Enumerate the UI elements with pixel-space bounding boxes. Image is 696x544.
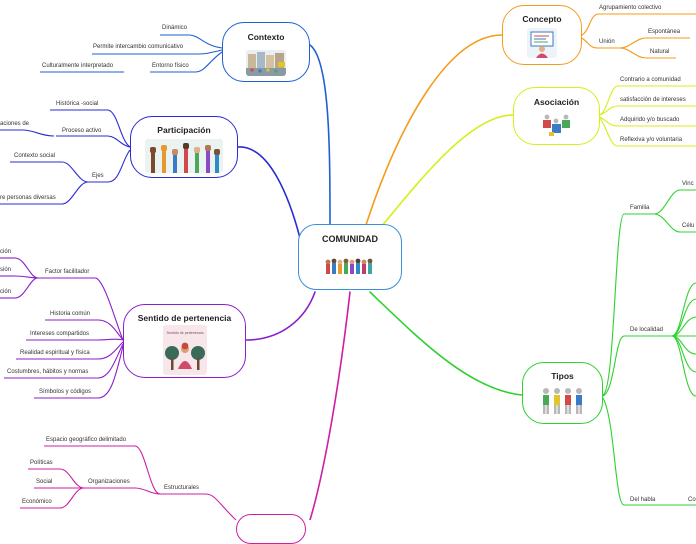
branch-sentido — [245, 291, 316, 341]
belonging-poster-text: Sentido de pertenencia — [166, 331, 203, 335]
puzzle-people-image — [539, 112, 574, 138]
concepto-label-natural[interactable]: Natural — [650, 49, 670, 55]
branch-concepto — [364, 34, 503, 229]
belonging-poster-image: Sentido de pertenencia — [162, 325, 207, 375]
raised-hands-image — [145, 139, 223, 173]
branch-estructurales — [309, 291, 351, 520]
contexto-title: Contexto — [247, 32, 285, 42]
participacion-label-contexto-social[interactable]: Contexto social — [14, 153, 56, 159]
sentido-label-historia-comun[interactable]: Historia común — [50, 311, 91, 317]
estructurales-label-social[interactable]: Social — [36, 479, 53, 485]
people-figures-image — [538, 385, 587, 417]
sentido-label-realidad[interactable]: Realidad espiritual y física — [20, 350, 90, 356]
asociacion-node[interactable]: Asociación — [513, 87, 600, 145]
asociacion-label-adquirido[interactable]: Adquirido y/o buscado — [620, 117, 680, 123]
branch-contexto — [309, 44, 331, 229]
crowd-image — [323, 255, 377, 277]
estructurales-label-espacio[interactable]: Espacio geográfico delimitado — [46, 437, 127, 443]
tipos-label-familia[interactable]: Familia — [630, 205, 650, 211]
estructurales-label-politicas[interactable]: Políticas — [30, 460, 53, 466]
tipos-label-co[interactable]: Co — [688, 497, 696, 503]
participacion-label-personas-diversas[interactable]: re personas diversas — [0, 195, 56, 201]
central-topic-node[interactable]: COMUNIDAD — [298, 224, 402, 290]
sentido-label-simbolos[interactable]: Símbolos y códigos — [39, 389, 92, 395]
concepto-label-agrupamiento[interactable]: Agrupamiento colectivo — [599, 5, 662, 11]
sentido-label-cion-2[interactable]: ción — [0, 289, 12, 295]
estructurales-label-estructurales[interactable]: Estructurales — [164, 485, 200, 491]
tipos-label-vinc[interactable]: Vinc — [682, 181, 694, 187]
sentido-label-intereses[interactable]: Intereses compartidos — [30, 331, 90, 337]
central-topic-title: COMUNIDAD — [322, 234, 378, 244]
estructurales-node[interactable] — [236, 514, 306, 544]
sentido-label-costumbres[interactable]: Costumbres, hábitos y normas — [7, 369, 89, 375]
tipos-node[interactable]: Tipos — [522, 362, 603, 424]
concepto-node[interactable]: Concepto — [502, 5, 582, 65]
sentido-pertenencia-title: Sentido de pertenencia — [137, 313, 232, 323]
contexto-label-intercambio[interactable]: Permite intercambio comunicativo — [93, 44, 184, 50]
estructurales-label-economico[interactable]: Económico — [22, 499, 52, 505]
asociacion-label-contrario[interactable]: Contrario a comunidad — [620, 77, 681, 83]
mind-map-canvas — [0, 13, 696, 520]
contexto-node[interactable]: Contexto — [222, 22, 310, 82]
sentido-label-cion-1[interactable]: ción — [0, 249, 12, 255]
city-street-image — [246, 50, 286, 76]
sentido-label-factor-facilitador[interactable]: Factor facilitador — [45, 269, 90, 275]
branch-tipos — [369, 291, 523, 396]
branch-asociacion — [371, 114, 514, 239]
participacion-label-historica[interactable]: Histórica -social — [56, 101, 99, 107]
asociacion-label-satisfaccion[interactable]: satisfacción de intereses — [620, 97, 686, 103]
concepto-title: Concepto — [522, 14, 562, 24]
participacion-label-ejes[interactable]: Ejes — [92, 173, 104, 179]
asociacion-title: Asociación — [533, 97, 580, 107]
estructurales-label-organizaciones[interactable]: Organizaciones — [88, 479, 130, 485]
participacion-node[interactable]: Participación — [130, 116, 238, 178]
sentido-pertenencia-node[interactable]: Sentido de pertenencia Sentido de perten… — [123, 304, 246, 378]
tipos-label-celu[interactable]: Célu — [682, 223, 695, 229]
tipos-label-de-localidad[interactable]: De localidad — [630, 327, 664, 333]
branch-participacion — [237, 146, 301, 239]
tipos-label-del-habla[interactable]: Del habla — [630, 497, 656, 503]
concepto-label-espontanea[interactable]: Espontánea — [648, 29, 681, 35]
concepto-label-union[interactable]: Unión — [599, 39, 615, 45]
sentido-label-sion[interactable]: sión — [0, 267, 12, 273]
contexto-label-dinamico[interactable]: Dinámico — [162, 25, 188, 31]
tipos-title: Tipos — [551, 371, 574, 381]
participacion-label-aciones[interactable]: aciones de — [0, 121, 30, 127]
participacion-label-proceso-activo[interactable]: Proceso activo — [62, 128, 102, 134]
asociacion-label-reflexiva[interactable]: Reflexiva y/o voluntaria — [620, 137, 683, 143]
contexto-label-entorno-fisico[interactable]: Entorno físico — [152, 63, 189, 69]
teacher-board-image — [527, 28, 557, 58]
participacion-title: Participación — [157, 125, 211, 135]
contexto-label-culturalmente[interactable]: Culturalmente interpretado — [42, 63, 114, 69]
